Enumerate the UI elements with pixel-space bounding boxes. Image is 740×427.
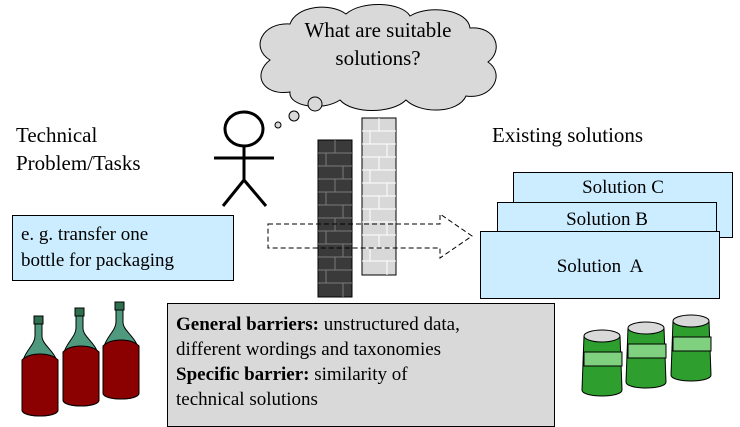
soda-can-icon [581,329,623,397]
general-barriers-line-1: General barriers: unstructured data, [176,312,554,337]
task-box: e. g. transfer one bottle for packaging [12,215,234,281]
wine-bottle-icon [21,315,59,417]
soda-can-icon [670,314,712,382]
specific-barrier-label: Specific barrier: [176,364,310,385]
general-barriers-text-2: different wordings and taxonomies [176,339,442,360]
task-line-2: bottle for packaging [21,250,175,271]
barriers-box: General barriers: unstructured data, dif… [167,303,555,427]
stick-figure-icon [214,110,274,207]
task-line-1: e. g. transfer one [21,224,149,245]
problem-title-line-2: Problem/Tasks [16,151,141,175]
soda-can-icon [625,321,667,389]
specific-barrier-line-1: Specific barrier: similarity of [176,362,554,387]
wine-bottle-icon [62,307,100,407]
specific-barrier-text-1: similarity of [309,364,408,385]
solutions-title: Existing solutions [492,123,644,147]
specific-barrier-text-2: technical solutions [176,389,318,410]
cloud-line-1: What are suitable [304,18,452,42]
brick-wall-icon [361,117,397,276]
wine-bottle-icon [102,301,140,400]
solution-a-box: Solution A [480,231,720,299]
dashed-arrow-icon [267,213,473,259]
cloud-question: What are suitable solutions? [268,16,488,72]
cloud-line-2: solutions? [335,46,421,70]
brick-wall-icon [317,139,353,298]
thought-cloud-icon [259,3,497,129]
general-barriers-label: General barriers: [176,314,319,335]
problem-title-line-1: Technical [16,123,98,147]
general-barriers-text-1: unstructured data, [318,314,460,335]
solution-a-label: Solution A [556,256,644,277]
problem-title: Technical Problem/Tasks [16,121,141,177]
